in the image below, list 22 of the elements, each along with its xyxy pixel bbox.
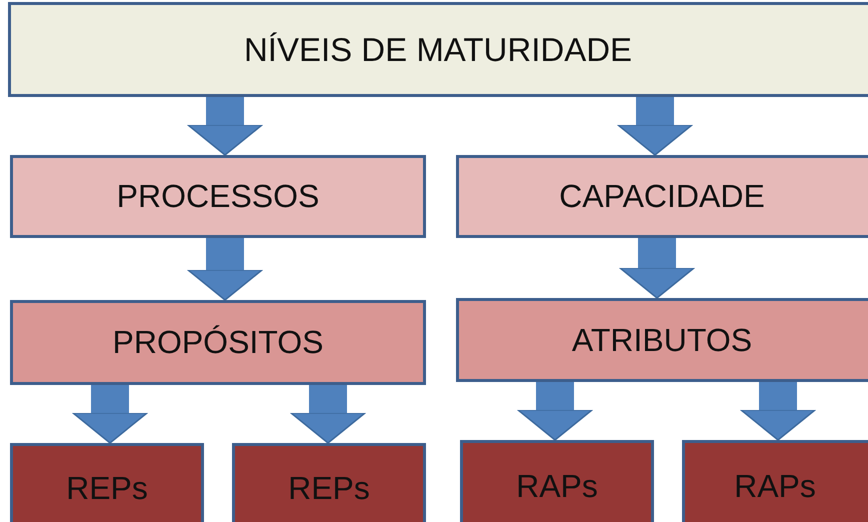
process-box — [456, 298, 868, 382]
box-label: PROPÓSITOS — [112, 324, 324, 361]
process-box — [456, 155, 868, 238]
process-box — [10, 300, 426, 385]
box-label: PROCESSOS — [116, 178, 320, 215]
process-box — [460, 440, 654, 522]
process-box — [8, 2, 868, 97]
box-label: CAPACIDADE — [559, 178, 765, 215]
process-box — [232, 443, 426, 522]
box-label: RAPs — [734, 468, 816, 505]
block-arrow — [187, 97, 263, 156]
block-arrow — [617, 97, 693, 156]
process-box — [10, 155, 426, 238]
box-label: ATRIBUTOS — [572, 322, 752, 358]
box-label: NÍVEIS DE MATURIDADE — [244, 30, 632, 68]
process-box — [682, 440, 868, 522]
box-label: RAPs — [516, 468, 598, 505]
box-label: REPs — [288, 470, 370, 506]
box-label: REPs — [66, 470, 148, 506]
process-box — [10, 443, 204, 522]
block-arrow — [619, 238, 695, 299]
block-arrow — [187, 238, 263, 301]
